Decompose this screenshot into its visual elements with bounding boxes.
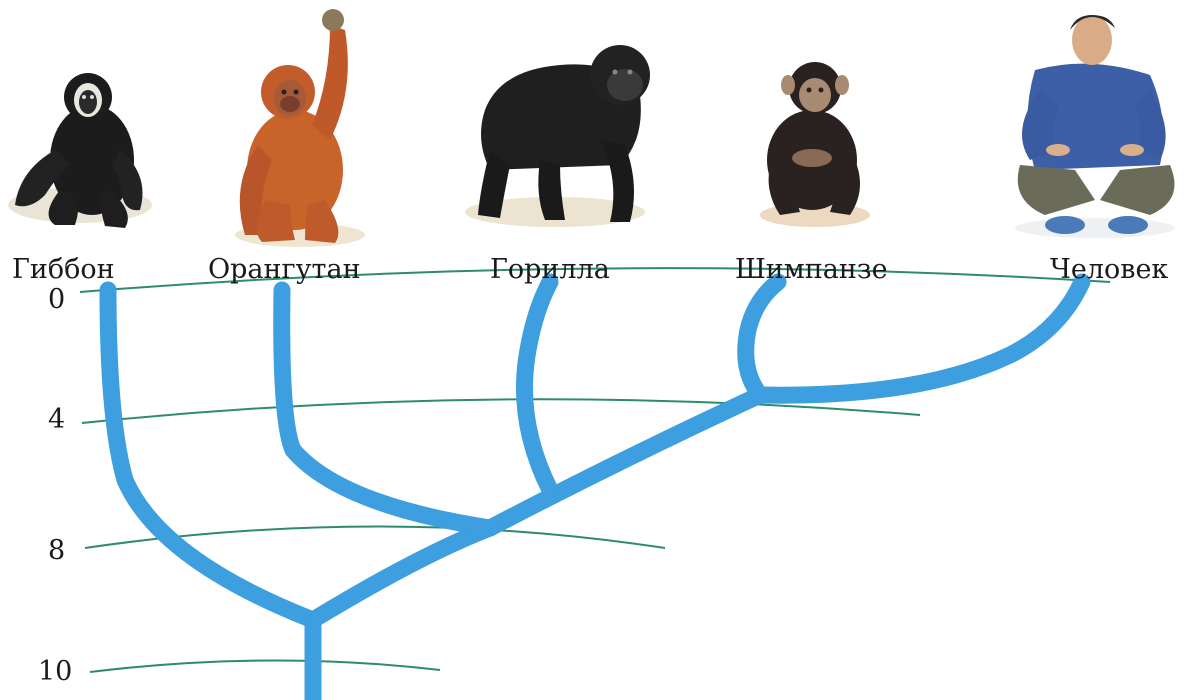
time-line-4 (81, 398, 921, 424)
species-label-orangutan: Орангутан (208, 254, 361, 285)
gorilla-illustration (465, 45, 650, 227)
species-label-human: Человек (1050, 254, 1169, 285)
human-illustration (1015, 15, 1175, 238)
time-tick-8: 8 (48, 535, 66, 566)
branch-gorilla (516, 273, 559, 499)
branch-orangutan (273, 281, 499, 537)
species-label-gorilla: Горилла (490, 254, 610, 285)
species-label-chimpanzee: Шимпанзе (735, 254, 888, 285)
time-tick-4: 4 (48, 404, 66, 435)
chimpanzee-illustration (760, 62, 870, 227)
time-tick-0: 0 (48, 284, 66, 315)
branch-gibbon (99, 281, 322, 629)
branch-human (751, 273, 1091, 404)
branch-chimpanzee (737, 273, 787, 404)
time-tick-10: 10 (38, 656, 73, 687)
time-line-0 (79, 267, 1111, 293)
tree-branches (99, 273, 1091, 700)
orangutan-illustration (235, 9, 365, 247)
time-line-10 (89, 659, 441, 673)
gibbon-illustration (8, 73, 152, 228)
species-label-gibbon: Гиббон (12, 254, 115, 285)
